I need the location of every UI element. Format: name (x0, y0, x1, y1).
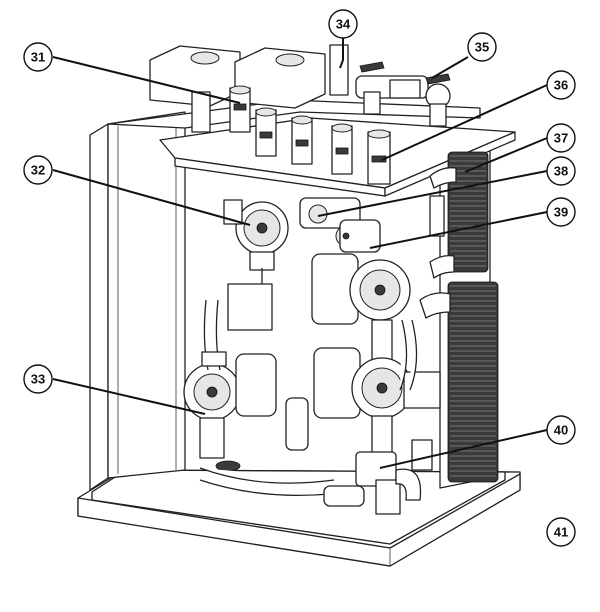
callout-40: 40 (546, 415, 576, 445)
svg-text:41: 41 (554, 525, 568, 540)
callout-41: 41 (546, 517, 576, 547)
svg-text:31: 31 (31, 50, 45, 65)
callout-39: 39 (546, 197, 576, 227)
pump-middle-upper (311, 253, 411, 361)
callout-31: 31 (23, 42, 53, 72)
callout-35: 35 (467, 32, 497, 62)
leader-35 (431, 56, 469, 79)
leader-31 (52, 56, 241, 104)
leader-32 (52, 169, 251, 226)
svg-text:37: 37 (554, 131, 568, 146)
leader-33 (52, 378, 206, 415)
callout-32: 32 (23, 155, 53, 185)
pump-upper-left (223, 199, 289, 271)
leader-37 (464, 137, 548, 173)
callout-38: 38 (546, 156, 576, 186)
plate-heat-exchanger (419, 151, 499, 483)
svg-text:36: 36 (554, 78, 568, 93)
pump-lower-left (183, 353, 277, 472)
leader-lines (52, 24, 548, 469)
leader-40 (379, 429, 548, 469)
callout-37: 37 (546, 123, 576, 153)
callout-36: 36 (546, 70, 576, 100)
svg-text:35: 35 (475, 40, 489, 55)
svg-text:34: 34 (336, 17, 351, 32)
callout-33: 33 (23, 364, 53, 394)
svg-text:39: 39 (554, 205, 568, 220)
leader-36 (381, 84, 548, 161)
svg-text:38: 38 (554, 164, 568, 179)
svg-text:32: 32 (31, 163, 45, 178)
callout-34: 34 (328, 9, 358, 39)
leader-39 (369, 211, 548, 249)
svg-text:33: 33 (31, 372, 45, 387)
leader-38 (317, 170, 548, 217)
top-valve-group (149, 44, 451, 185)
svg-text:40: 40 (554, 423, 568, 438)
pipework (199, 195, 445, 515)
